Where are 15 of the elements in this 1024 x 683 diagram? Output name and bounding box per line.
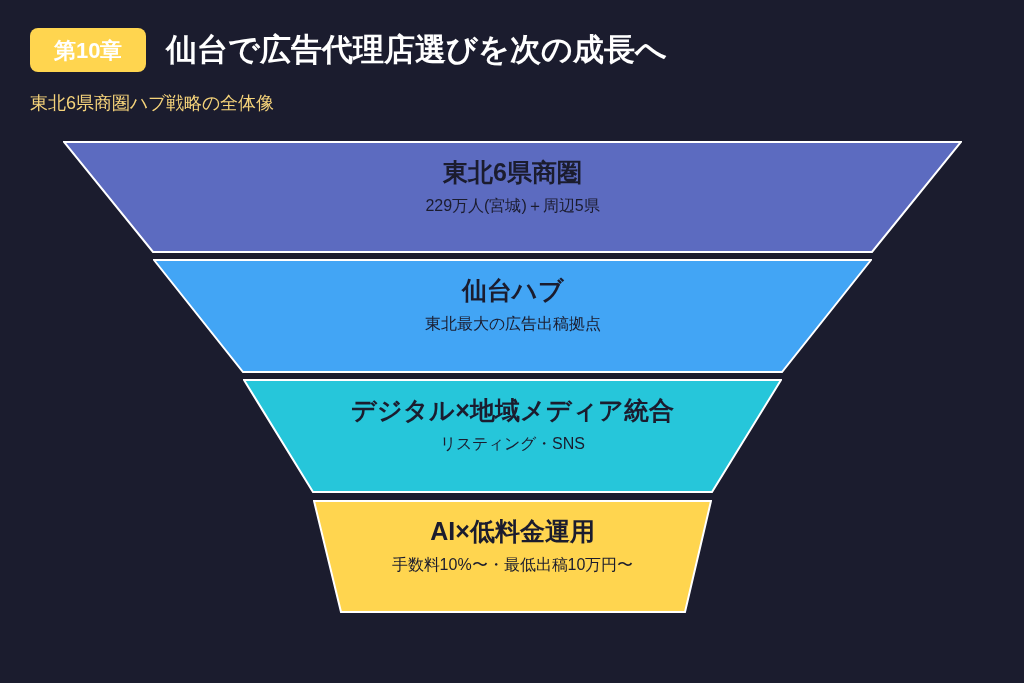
subtitle: 東北6県商圏ハブ戦略の全体像 xyxy=(30,92,274,115)
segment-description: 229万人(宮城)＋周辺5県 xyxy=(425,196,600,216)
funnel-segment xyxy=(313,500,712,613)
funnel-segment xyxy=(153,259,872,373)
chapter-badge: 第10章 xyxy=(30,28,147,72)
segment-heading: 東北6県商圏 xyxy=(443,157,582,187)
funnel-segment xyxy=(63,141,962,253)
title: 仙台で広告代理店選びを次の成長へ xyxy=(166,31,668,69)
segment-heading: デジタル×地域メディア統合 xyxy=(351,395,674,425)
segment-heading: 仙台ハブ xyxy=(461,275,564,305)
segment-heading: AI×低料金運用 xyxy=(430,516,595,546)
segment-description: リスティング・SNS xyxy=(440,434,585,454)
funnel-segment xyxy=(243,379,782,493)
segment-description: 手数料10%〜・最低出稿10万円〜 xyxy=(391,555,634,575)
segment-description: 東北最大の広告出稿拠点 xyxy=(424,314,601,334)
